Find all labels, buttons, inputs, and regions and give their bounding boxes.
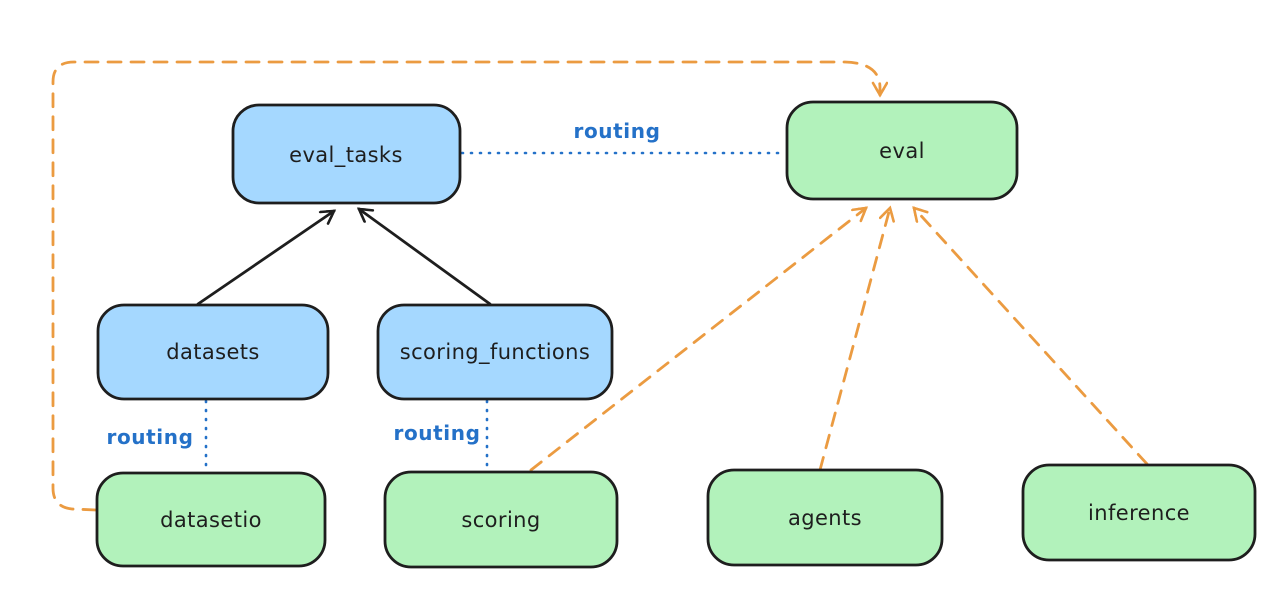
node-inference-label: inference xyxy=(1088,501,1190,525)
routing-label-datasets: routing xyxy=(106,425,193,449)
node-scoring: scoring xyxy=(383,470,619,569)
edge-scoring_functions-to-eval_tasks xyxy=(359,209,492,306)
node-eval-box xyxy=(785,100,1019,201)
node-eval_tasks-box xyxy=(231,103,462,205)
node-datasetio-label: datasetio xyxy=(160,508,262,532)
node-agents-box xyxy=(706,468,944,567)
node-scoring_functions-box xyxy=(376,303,614,401)
node-eval: eval xyxy=(785,100,1019,201)
node-scoring-label: scoring xyxy=(461,508,540,532)
node-scoring_functions-label: scoring_functions xyxy=(400,340,590,365)
routing-label-top: routing xyxy=(573,119,660,143)
edge-datasets-to-eval_tasks xyxy=(196,211,334,306)
node-datasetio: datasetio xyxy=(95,471,327,568)
edge-inference-to-eval xyxy=(914,208,1149,466)
routing-label-scoring: routing xyxy=(393,421,480,445)
node-eval_tasks-label: eval_tasks xyxy=(289,143,403,168)
node-agents-label: agents xyxy=(788,506,862,530)
node-eval-label: eval xyxy=(879,139,925,163)
edge-agents-to-eval xyxy=(818,208,890,472)
node-datasets: datasets xyxy=(96,303,330,401)
node-datasetio-box xyxy=(95,471,327,568)
node-inference-box xyxy=(1021,463,1257,562)
node-datasets-label: datasets xyxy=(166,340,260,364)
node-scoring-box xyxy=(383,470,619,569)
edge-datasetio-to-eval xyxy=(51,60,880,512)
node-inference: inference xyxy=(1021,463,1257,562)
node-agents: agents xyxy=(706,468,944,567)
node-scoring_functions: scoring_functions xyxy=(376,303,614,401)
node-eval_tasks: eval_tasks xyxy=(231,103,462,205)
edge-scoring-to-eval xyxy=(529,208,866,472)
node-datasets-box xyxy=(96,303,330,401)
